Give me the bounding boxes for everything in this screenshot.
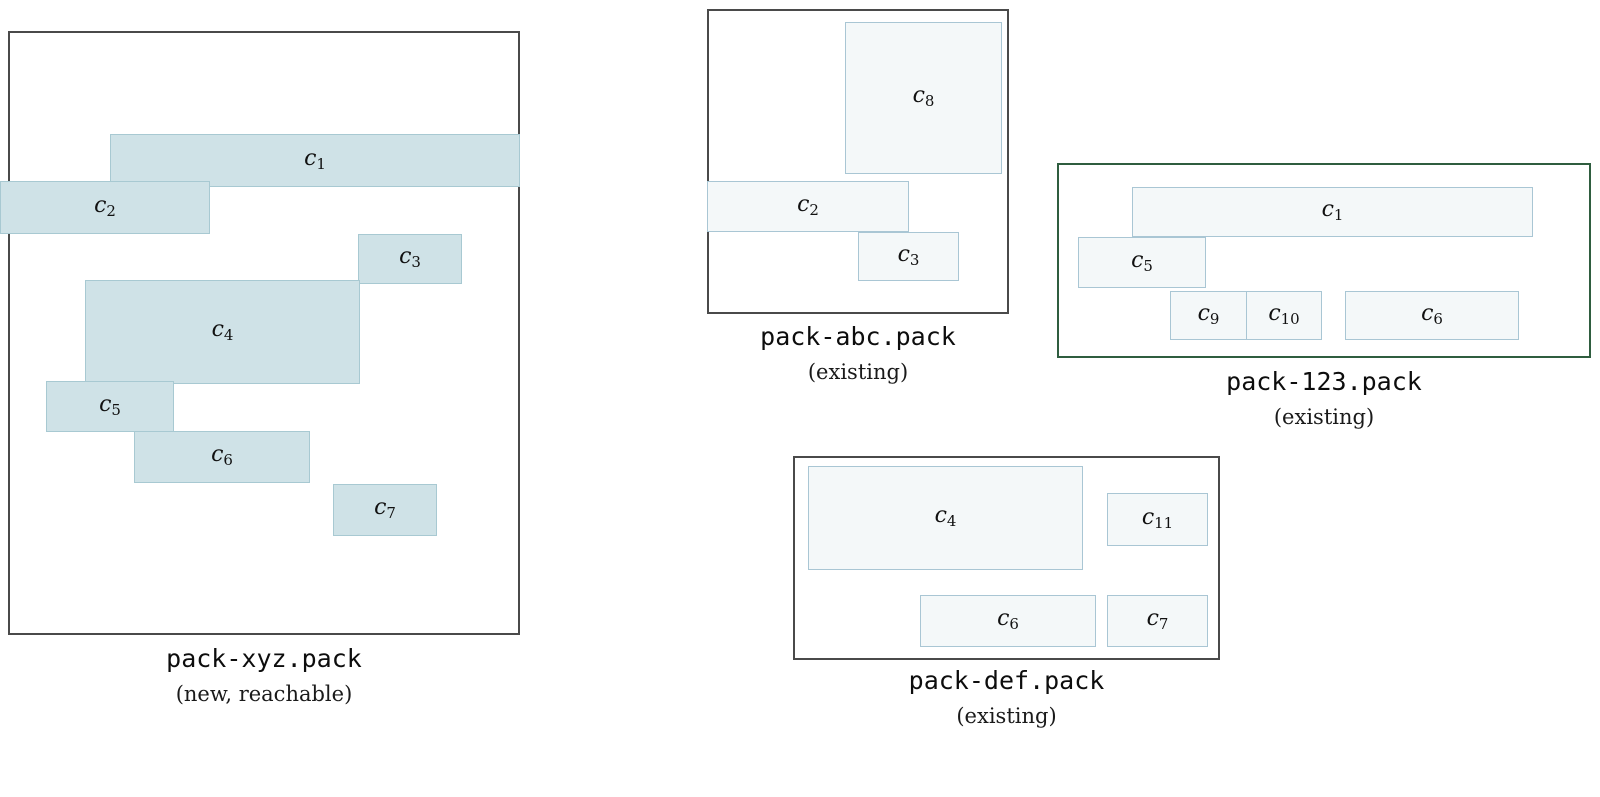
- chunk-label: c11: [1142, 505, 1173, 532]
- chunk-label: c2: [797, 192, 819, 219]
- chunk-label-index: 9: [1209, 310, 1220, 329]
- chunk-label-base: c: [1146, 606, 1159, 632]
- chunk-pack-123-c5: c5: [1078, 237, 1206, 288]
- chunk-label-index: 6: [1433, 310, 1443, 329]
- chunk-label: c8: [913, 83, 935, 110]
- chunk-pack-xyz-c7: c7: [333, 484, 437, 536]
- chunk-label-index: 4: [223, 326, 234, 345]
- chunk-label-base: c: [1268, 300, 1281, 326]
- chunk-label: c2: [94, 193, 116, 220]
- chunk-label-base: c: [211, 442, 224, 468]
- chunk-pack-xyz-c1: c1: [110, 134, 520, 187]
- pack-caption-pack-def: pack-def.pack (existing): [793, 666, 1220, 728]
- chunk-label-base: c: [1141, 504, 1155, 530]
- chunk-label-index: 11: [1154, 514, 1174, 533]
- chunk-label-base: c: [1321, 197, 1334, 223]
- chunk-label-index: 3: [909, 251, 920, 270]
- chunk-label: c9: [1198, 301, 1220, 328]
- chunk-label-base: c: [797, 191, 810, 217]
- pack-caption-pack-xyz: pack-xyz.pack (new, reachable): [8, 644, 520, 706]
- chunk-label-index: 5: [111, 401, 121, 420]
- chunk-label: c5: [1131, 248, 1153, 275]
- chunk-pack-def-c4: c4: [808, 466, 1083, 570]
- chunk-label-index: 7: [386, 504, 396, 523]
- chunk-label: c3: [399, 244, 421, 271]
- pack-name-pack-xyz: pack-xyz.pack: [166, 644, 362, 673]
- chunk-label-index: 2: [106, 202, 116, 221]
- chunk-label: c7: [374, 495, 396, 522]
- chunk-pack-abc-c3: c3: [858, 232, 959, 281]
- chunk-pack-xyz-c6: c6: [134, 431, 310, 483]
- chunk-label: c6: [1421, 301, 1443, 328]
- pack-caption-pack-abc: pack-abc.pack (existing): [707, 322, 1009, 384]
- pack-name-pack-def: pack-def.pack: [908, 666, 1105, 695]
- chunk-pack-def-c6: c6: [920, 595, 1096, 647]
- chunk-pack-123-c1: c1: [1132, 187, 1533, 237]
- chunk-pack-123-c9: c9: [1170, 291, 1247, 340]
- chunk-label-index: 3: [411, 253, 421, 272]
- chunk-pack-123-c6: c6: [1345, 291, 1519, 340]
- pack-caption-pack-123: pack-123.pack (existing): [1057, 367, 1591, 429]
- chunk-pack-123-c10: c10: [1246, 291, 1322, 340]
- chunk-label-base: c: [399, 244, 412, 270]
- chunk-label: c3: [898, 242, 920, 269]
- chunk-pack-def-c11: c11: [1107, 493, 1208, 546]
- chunk-label-base: c: [211, 317, 224, 343]
- chunk-label: c6: [211, 442, 233, 469]
- chunk-label-base: c: [1131, 247, 1144, 273]
- chunk-pack-xyz-c3: c3: [358, 234, 462, 284]
- chunk-label-base: c: [374, 495, 387, 521]
- chunk-label-index: 2: [809, 201, 819, 220]
- chunk-label: c6: [997, 606, 1019, 633]
- chunk-label-index: 10: [1280, 310, 1300, 329]
- chunk-label-base: c: [997, 606, 1010, 632]
- chunk-label-index: 5: [1143, 257, 1153, 276]
- chunk-label-index: 1: [316, 155, 326, 174]
- chunk-label-base: c: [912, 83, 925, 109]
- chunk-label: c5: [99, 392, 121, 419]
- chunk-label-base: c: [934, 503, 947, 529]
- chunk-label-base: c: [94, 192, 107, 218]
- chunk-label-base: c: [1421, 300, 1434, 326]
- chunk-label-index: 6: [223, 451, 233, 470]
- chunk-label: c10: [1268, 301, 1299, 328]
- chunk-label-base: c: [897, 241, 910, 267]
- pack-name-pack-123: pack-123.pack: [1226, 367, 1422, 396]
- chunk-pack-def-c7: c7: [1107, 595, 1208, 647]
- chunk-label-index: 4: [946, 512, 957, 531]
- chunk-pack-xyz-c2: c2: [0, 181, 210, 234]
- chunk-pack-abc-c2: c2: [707, 181, 909, 232]
- chunk-label-base: c: [99, 391, 112, 417]
- chunk-label-index: 7: [1158, 615, 1169, 634]
- chunk-label-base: c: [304, 145, 317, 171]
- chunk-pack-abc-c8: c8: [845, 22, 1002, 174]
- chunk-label-index: 8: [924, 92, 935, 111]
- chunk-label: c4: [935, 503, 957, 530]
- chunk-pack-xyz-c4: c4: [85, 280, 360, 384]
- chunk-label-index: 6: [1009, 615, 1019, 634]
- pack-status-pack-abc: (existing): [807, 360, 909, 384]
- pack-status-pack-xyz: (new, reachable): [175, 682, 353, 706]
- pack-status-pack-123: (existing): [1273, 405, 1375, 429]
- chunk-label-index: 1: [1333, 206, 1344, 225]
- chunk-label: c1: [1322, 197, 1344, 224]
- chunk-pack-xyz-c5: c5: [46, 381, 174, 432]
- chunk-label-base: c: [1197, 300, 1210, 326]
- pack-name-pack-abc: pack-abc.pack: [760, 322, 956, 351]
- chunk-label: c4: [212, 317, 234, 344]
- chunk-label: c1: [304, 146, 326, 173]
- pack-status-pack-def: (existing): [956, 704, 1057, 728]
- chunk-label: c7: [1147, 606, 1169, 633]
